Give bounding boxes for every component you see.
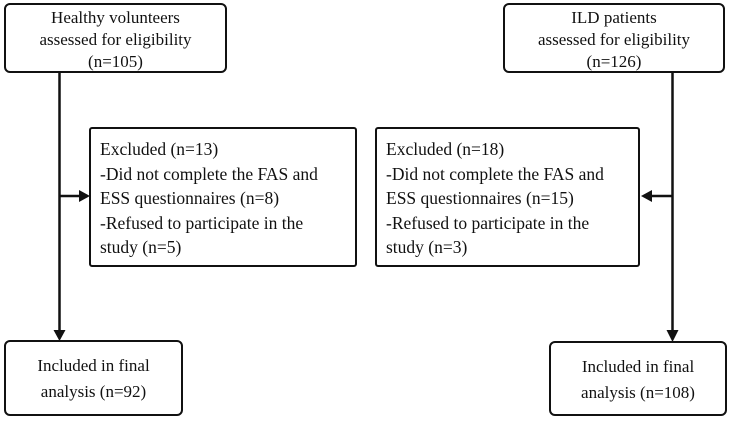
box-text-line: ILD patients — [571, 8, 657, 27]
ild-eligibility-box: ILD patients assessed for eligibility (n… — [503, 3, 725, 73]
ild-included-box: Included in final analysis (n=108) — [549, 341, 727, 416]
box-text-line: Excluded (n=18) — [386, 139, 505, 159]
box-text-line: Included in final — [37, 356, 150, 375]
box-text-line: analysis (n=108) — [581, 383, 695, 402]
box-text-line: study (n=3) — [386, 237, 468, 257]
box-text-line: -Did not complete the FAS and — [386, 163, 604, 184]
healthy-excluded-box: Excluded (n=13) -Did not complete the FA… — [89, 127, 357, 267]
box-text-line: Healthy volunteers — [51, 8, 180, 27]
box-text-line: -Did not complete the FAS and — [100, 163, 318, 184]
box-text-line: Included in final — [581, 357, 695, 376]
box-text-line: assessed for eligibility — [39, 30, 192, 49]
box-text-line: assessed for eligibility — [537, 30, 691, 49]
box-text-line: study (n=5) — [100, 237, 182, 257]
box-text-line: -Refused to participate in the — [386, 212, 590, 233]
box-text-line: (n=105) — [88, 52, 143, 71]
box-text-line: ESS questionnaires (n=8) — [100, 188, 280, 208]
box-text-line: ESS questionnaires (n=15) — [386, 188, 574, 208]
box-text-line: Excluded (n=13) — [100, 139, 219, 159]
right-excluded-arrow — [641, 190, 673, 202]
ild-excluded-box: Excluded (n=18) -Did not complete the FA… — [375, 127, 640, 267]
box-text-line: -Refused to participate in the — [100, 212, 304, 233]
right-down-arrow — [666, 72, 679, 342]
left-down-arrow — [53, 73, 66, 341]
healthy-eligibility-box: Healthy volunteers assessed for eligibil… — [4, 3, 227, 73]
box-text-line: analysis (n=92) — [40, 382, 147, 401]
box-text-line: (n=126) — [586, 52, 642, 71]
healthy-included-box: Included in final analysis (n=92) — [4, 340, 183, 416]
left-excluded-arrow — [59, 190, 90, 202]
